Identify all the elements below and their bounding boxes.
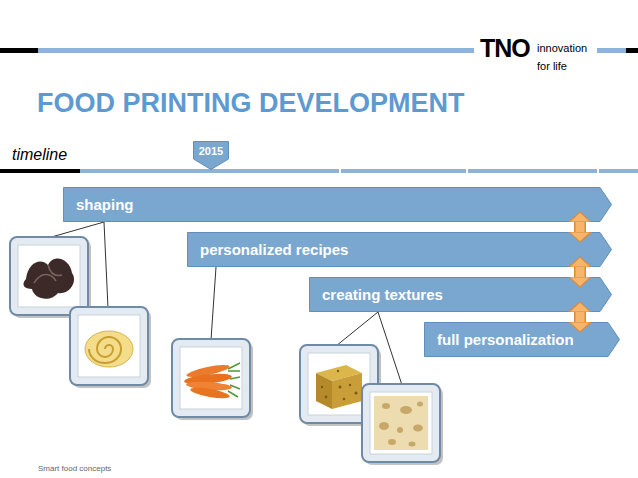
photo-carrots: [172, 339, 253, 420]
logo-tagline: innovation for life: [537, 42, 587, 72]
pore: [343, 398, 346, 401]
photo-shadow: [175, 342, 253, 420]
photo-frame: [362, 384, 440, 462]
hole: [409, 442, 416, 447]
pasta-shape: [85, 331, 133, 367]
band-shape: [425, 323, 620, 357]
connector-group: [580, 222, 581, 232]
carrot: [190, 386, 231, 401]
hole: [413, 425, 423, 432]
phase-name: shaping: [63, 187, 134, 222]
pasta-swirl: [89, 337, 121, 363]
photo-ground: [308, 353, 370, 415]
timeline-bar: [80, 169, 638, 173]
carrot-leaves: [228, 363, 240, 397]
connector-outline: [574, 267, 586, 277]
hole: [382, 403, 390, 409]
cracker-holes: [379, 402, 423, 447]
photo-frame: [10, 237, 88, 315]
double-arrow: [576, 222, 585, 232]
connector-group: [580, 267, 581, 277]
photo-ground: [78, 315, 140, 377]
photo-chocolate: [10, 237, 91, 318]
label-box: timeline: [12, 146, 67, 164]
pore: [325, 396, 328, 399]
pore: [349, 384, 351, 386]
connector-outline: [574, 312, 586, 322]
header-bar: [38, 48, 474, 53]
timeline-tick: [466, 169, 468, 173]
band-shape: [188, 233, 612, 267]
pore: [339, 386, 342, 389]
timeline-tick: [597, 169, 599, 173]
photo-ground: [180, 347, 242, 409]
leader-line: [48, 222, 104, 238]
leader-line: [336, 312, 378, 346]
timeline-tick: [339, 169, 341, 173]
phase-band: creating textures: [309, 277, 612, 312]
phase-band: personalized recipes: [187, 232, 612, 267]
phase-band: full personalization: [424, 322, 620, 357]
phase-name: personalized recipes: [187, 232, 348, 267]
label-box: innovation for life: [537, 38, 593, 74]
label-box: TNO: [480, 36, 530, 61]
photo-frame: [70, 307, 148, 385]
cube-pores: [321, 370, 358, 401]
hole: [397, 427, 403, 433]
connector-group: [580, 312, 581, 322]
hole: [400, 406, 412, 414]
hole: [388, 439, 396, 445]
hole: [417, 402, 423, 407]
slide-title: FOOD PRINTING DEVELOPMENT: [37, 88, 465, 118]
leader-line: [104, 222, 108, 308]
pore: [337, 370, 339, 372]
hole: [379, 422, 389, 430]
marker-shape: [194, 142, 229, 170]
cube-front: [332, 373, 362, 409]
phase-band: shaping: [63, 187, 612, 222]
year-text: 2015: [199, 142, 223, 160]
cube-side: [316, 373, 332, 409]
carrot-leaf: [228, 363, 240, 397]
photo-frame: [172, 339, 250, 417]
chocolate-highlight: [34, 265, 62, 283]
photo-ground: [370, 392, 432, 454]
cracker: [374, 396, 428, 450]
photo-pasta: [70, 307, 151, 388]
phase-name: creating textures: [309, 277, 443, 312]
label-box: Smart food concepts: [38, 457, 111, 475]
band-shape: [310, 278, 612, 312]
photo-ground: [18, 245, 80, 307]
footer-note: Smart food concepts: [38, 464, 111, 473]
connector-outline: [574, 222, 586, 232]
pore: [355, 392, 358, 395]
photo-shadow: [365, 387, 443, 465]
year-marker: 2015: [193, 141, 229, 170]
timeline-bar: [0, 169, 80, 173]
photo-cracker: [362, 384, 443, 465]
logo-mark: TNO: [480, 34, 530, 62]
header-bar: [0, 48, 38, 53]
header-bar: [626, 48, 638, 53]
leader-line: [378, 312, 402, 385]
axis-label: timeline: [12, 146, 67, 163]
title-box: FOOD PRINTING DEVELOPMENT: [37, 88, 465, 118]
double-arrow: [576, 312, 585, 322]
node-outline: [63, 187, 612, 222]
chocolate-shape: [24, 259, 75, 299]
photo-shadow: [73, 310, 151, 388]
leader-line: [211, 267, 216, 340]
header-bar: [597, 48, 626, 53]
band-shape: [64, 188, 612, 222]
pore: [321, 386, 323, 388]
double-arrow: [576, 267, 585, 277]
phase-name: full personalization: [424, 322, 574, 357]
